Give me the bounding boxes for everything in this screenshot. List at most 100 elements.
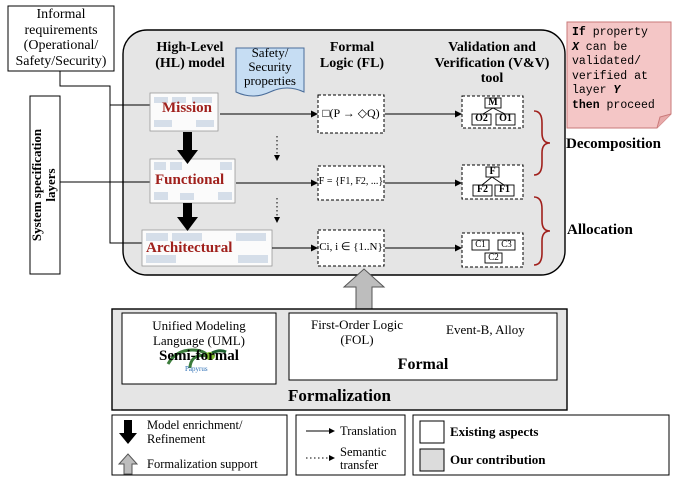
formula-box-mission — [317, 94, 385, 134]
header-line: (HL) model — [155, 56, 225, 71]
legend-existing-swatch — [419, 420, 445, 444]
header-line: Logic (FL) — [319, 56, 385, 71]
vv-node-o1: O1 — [499, 113, 512, 124]
bracket-icon — [533, 110, 551, 176]
formalization-support-arrow — [342, 268, 386, 310]
papyrus-logo-text: Papyrus — [185, 365, 208, 373]
layer-mission: Mission — [162, 100, 213, 116]
functional-model-thumbnail — [149, 158, 236, 204]
vv-tool-header: Validation and Verification (V&V) tool — [424, 40, 560, 87]
header-line: Formal — [329, 40, 375, 55]
vv-node-c1: C1 — [475, 239, 486, 249]
sticky-note-segment: If — [572, 26, 586, 39]
formula-mission: □(P → ◇Q) — [322, 106, 380, 120]
vv-node-f: F — [489, 166, 496, 177]
safety-properties-text: Safety/ Security properties — [236, 46, 304, 88]
uml-line: Language (UML) — [152, 333, 246, 348]
bracket-icon — [533, 196, 551, 266]
sticky-note-segment: then — [572, 98, 600, 112]
refinement-arrow-1 — [177, 132, 198, 164]
formal-label: Formal — [397, 356, 449, 373]
informal-line: Safety/Security) — [15, 53, 107, 69]
legend-line: Semantic — [340, 445, 387, 459]
uml-label: Unified Modeling Language (UML) — [122, 318, 276, 348]
legend-translation: Translation — [340, 424, 397, 438]
layer-architectural: Architectural — [146, 240, 233, 256]
vv-node-o2: O2 — [475, 113, 488, 124]
sticky-note-segment: X — [572, 40, 579, 54]
safety-line: Security — [248, 59, 292, 74]
legend-line: transfer — [340, 458, 379, 472]
vv-node-f2: F2 — [476, 184, 489, 195]
system-layers-line: layers — [43, 168, 58, 202]
semi-formal-label: Semi-formal — [159, 348, 239, 364]
semi-formal-box — [121, 312, 277, 385]
formula-box-functional — [317, 165, 385, 201]
sticky-note-line: layer Y — [572, 84, 670, 99]
informal-requirements-box — [7, 5, 115, 72]
header-line: High-Level — [156, 40, 224, 55]
fol-line: (FOL) — [340, 332, 374, 347]
formula-architectural: Ci, i ∈ {1..N} — [319, 241, 383, 253]
sticky-note-segment: proceed — [599, 98, 655, 112]
sticky-note-segment: validated/ — [572, 55, 642, 68]
legend-contribution-swatch — [419, 448, 445, 472]
fol-label: First-Order Logic (FOL) — [292, 317, 422, 347]
legend-model-enrichment: Model enrichment/ Refinement — [147, 418, 242, 446]
sticky-note-line: then proceed — [572, 99, 670, 114]
vv-node-c3: C3 — [501, 239, 512, 249]
legend-box-arrows — [111, 414, 288, 476]
sticky-note-line: X can be — [572, 41, 670, 56]
safety-line: Safety/ — [251, 45, 289, 60]
safety-properties-note — [235, 47, 305, 97]
fol-line: First-Order Logic — [310, 317, 404, 332]
formal-logic-header: Formal Logic (FL) — [312, 40, 392, 72]
vv-node-c2: C2 — [488, 252, 499, 262]
formula-functional: F = {F1, F2, ...} — [318, 176, 384, 187]
system-layers-line: System specification — [29, 128, 44, 242]
sticky-note-segment: can be — [578, 40, 628, 54]
uml-line: Unified Modeling — [152, 318, 246, 333]
legend-our-contribution: Our contribution — [450, 452, 546, 467]
legend-line: Refinement — [147, 432, 206, 446]
vv-tree-mission — [471, 97, 516, 126]
hl-model-header: High-Level (HL) model — [140, 40, 240, 72]
layer-functional: Functional — [155, 172, 225, 188]
sticky-note-segment: property — [585, 26, 648, 39]
eventb-label: Event-B, Alloy — [446, 322, 525, 337]
architectural-model-thumbnail — [141, 229, 273, 267]
system-layers-box — [29, 95, 61, 275]
vv-tree-functional — [472, 166, 515, 197]
informal-line: Informal — [36, 7, 86, 22]
formal-box — [288, 312, 558, 381]
refinement-arrow-2 — [177, 203, 198, 231]
informal-line: (Operational/ — [23, 38, 99, 53]
formalization-title: Formalization — [288, 386, 391, 405]
informal-line: requirements — [24, 22, 98, 38]
vv-node-m: M — [488, 97, 498, 108]
mission-model-thumbnail — [149, 92, 219, 132]
safety-line: properties — [244, 73, 296, 88]
informal-requirements: Informal requirements (Operational/ Safe… — [8, 7, 114, 69]
down-arrow-icon — [119, 420, 137, 444]
contribution-panel — [122, 29, 566, 276]
header-line: Verification (V&V) — [434, 55, 550, 71]
vv-tree-architectural — [471, 239, 516, 264]
papyrus-logo-icon — [166, 348, 227, 369]
sticky-note-segment: verified at — [572, 69, 648, 83]
layers-connector-mission — [60, 105, 111, 183]
sticky-note-line: validated/ — [572, 55, 670, 70]
legend-existing-aspects: Existing aspects — [450, 424, 539, 439]
system-layers-label: System specification layers — [29, 96, 60, 274]
sticky-note-line: verified at — [572, 70, 670, 85]
layers-connector-architectural — [109, 182, 150, 244]
header-line: tool — [480, 71, 504, 86]
legend-box-lines — [295, 414, 406, 476]
requirements-connector — [59, 71, 150, 106]
legend-formalization-support: Formalization support — [147, 457, 258, 471]
formula-box-architectural — [317, 229, 385, 267]
legend-box-fills — [412, 414, 670, 476]
decomposition-label: Decomposition — [566, 136, 661, 152]
sticky-note-line: If property — [572, 26, 670, 41]
